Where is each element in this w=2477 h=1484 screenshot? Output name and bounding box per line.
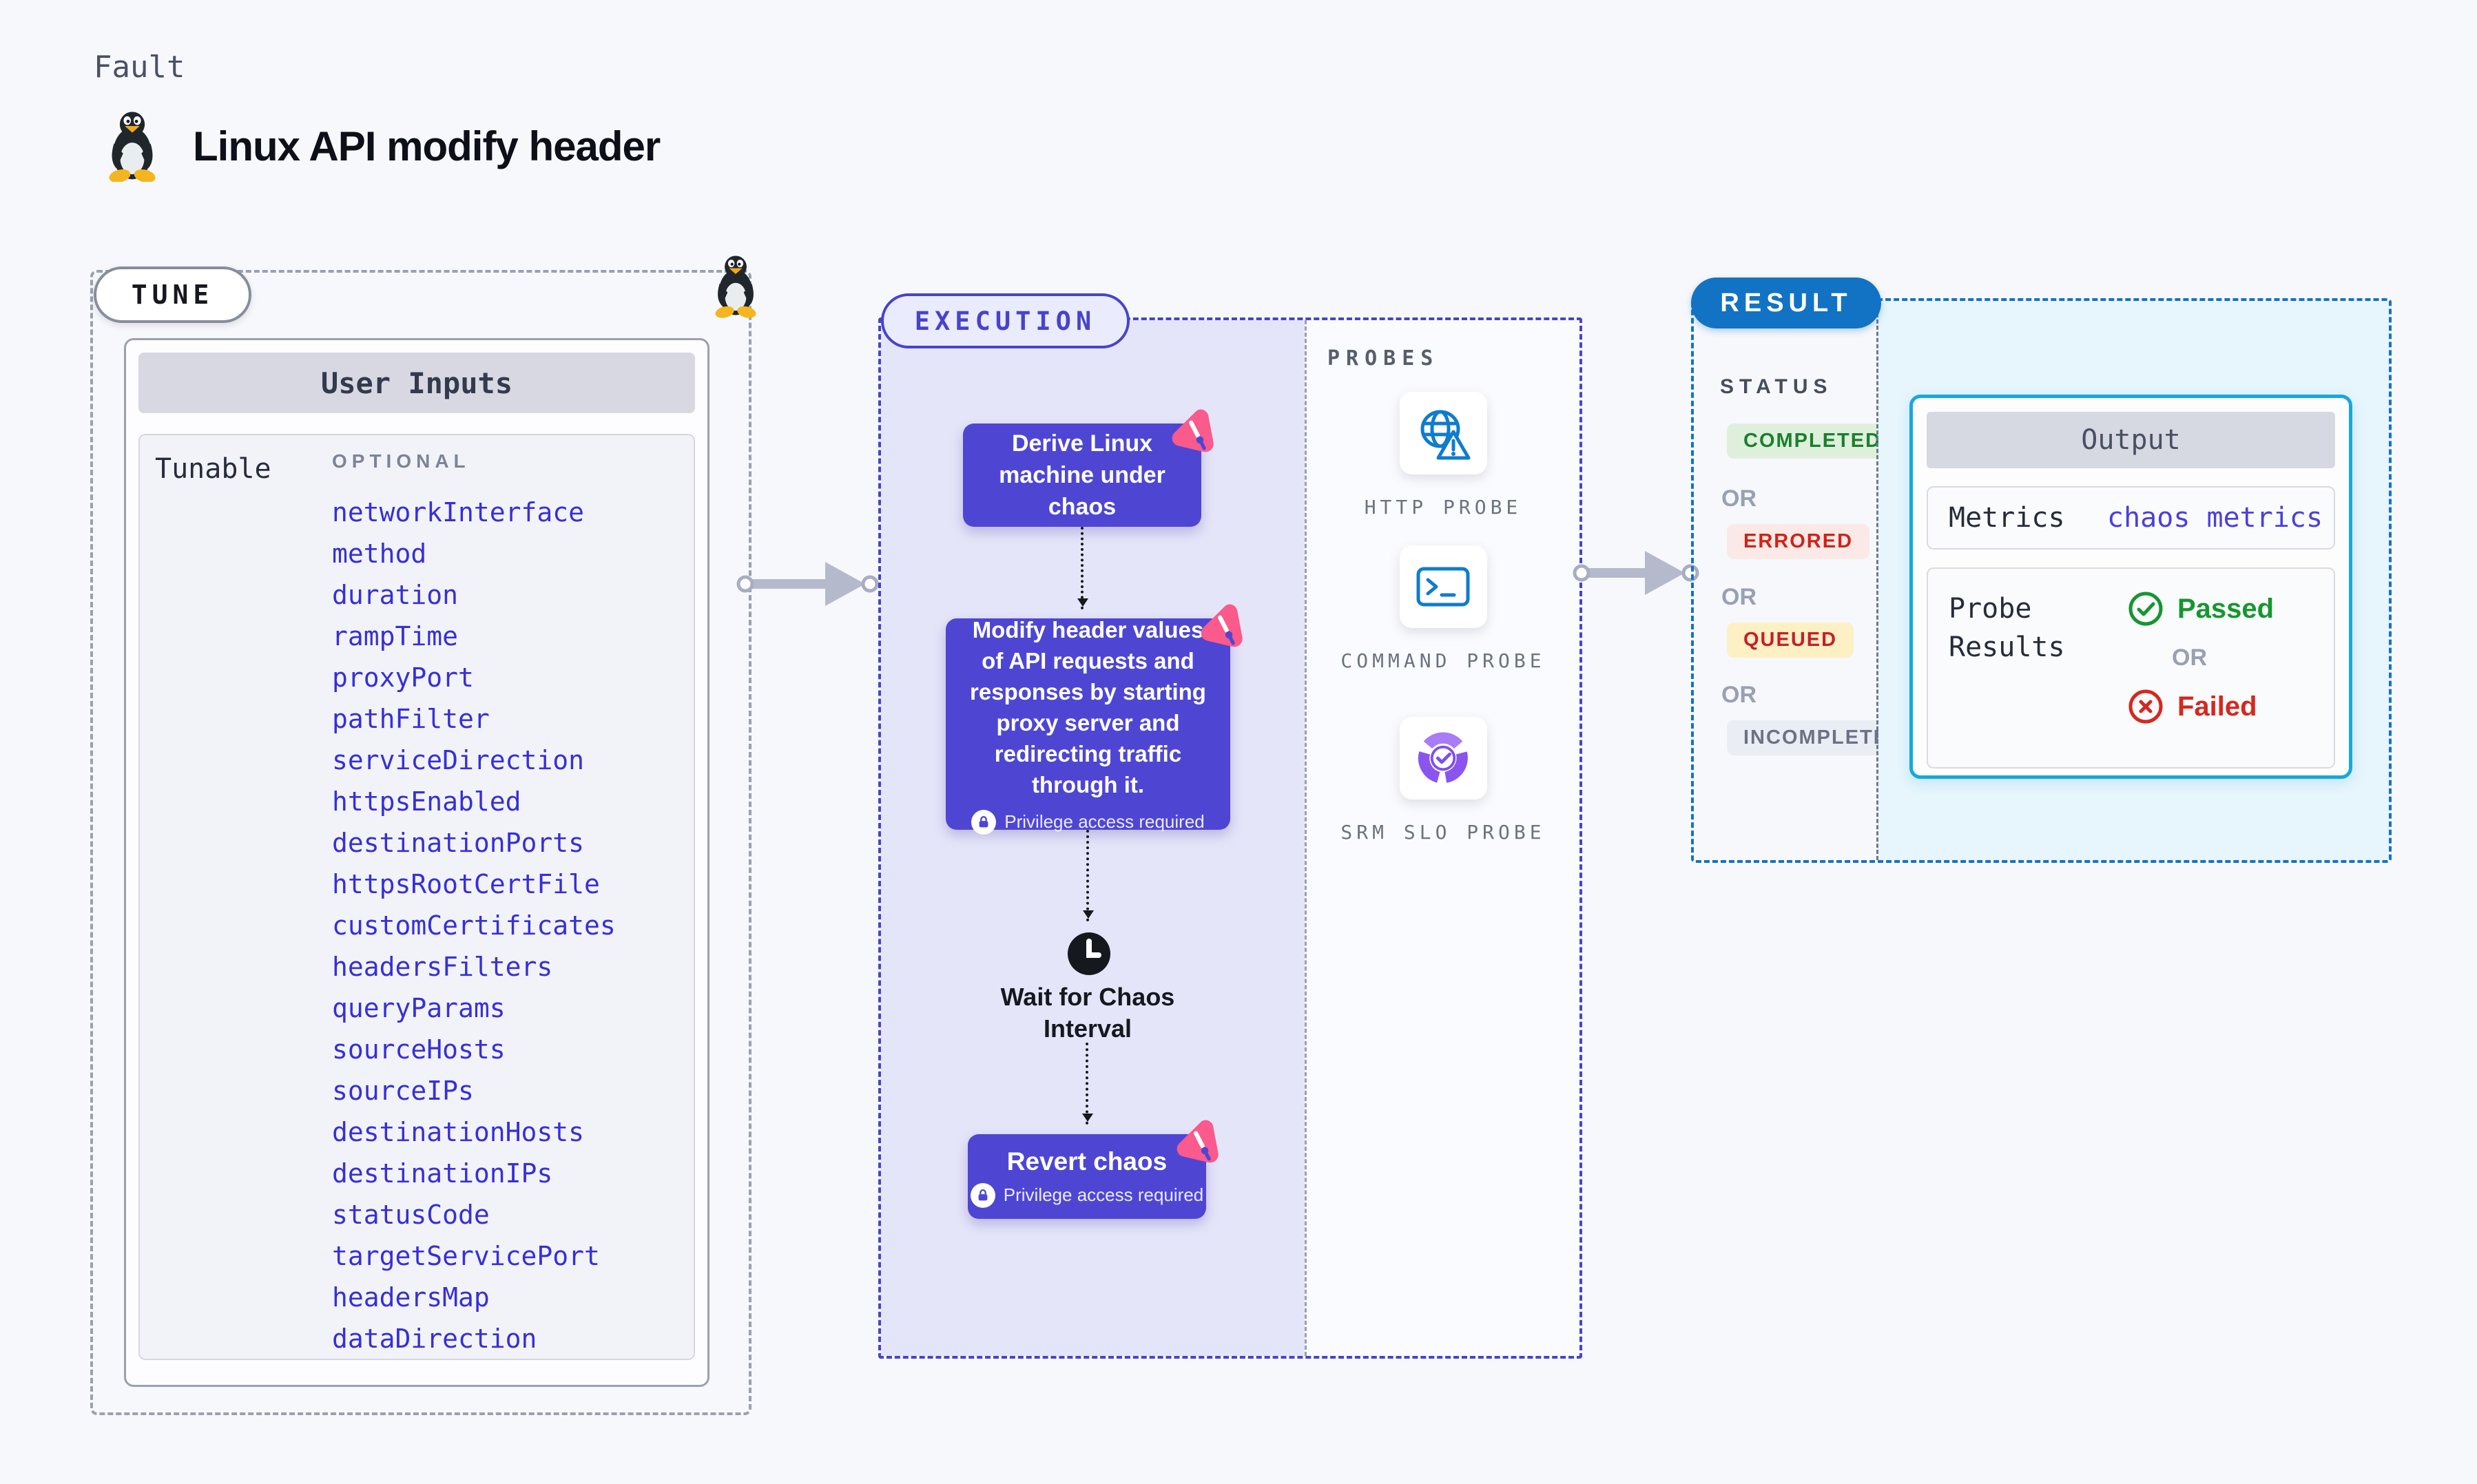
- param-link[interactable]: sourceIPs: [332, 1076, 474, 1106]
- status-badge-completed: COMPLETED: [1727, 424, 1898, 459]
- chaos-spark-icon: [1167, 403, 1225, 461]
- user-inputs-header: User Inputs: [138, 353, 695, 413]
- passed-label: Passed: [2177, 593, 2274, 624]
- metrics-row: Metrics chaos metrics: [1927, 486, 2335, 550]
- param-link[interactable]: httpsEnabled: [332, 786, 521, 817]
- command-probe-label: COMMAND PROBE: [1340, 649, 1546, 672]
- linux-tux-icon: [102, 110, 163, 182]
- passed-item: Passed: [2128, 589, 2274, 628]
- slo-donut-check-icon: [1399, 717, 1487, 800]
- tunable-row-label: Tunable: [155, 453, 271, 485]
- privilege-badge: Privilege access required: [970, 1182, 1204, 1208]
- chaos-spark-icon: [1196, 598, 1254, 656]
- metrics-label: Metrics: [1949, 502, 2065, 534]
- probes-to-result-arrow: [1573, 551, 1699, 595]
- optional-label: OPTIONAL: [332, 450, 470, 472]
- param-link[interactable]: duration: [332, 580, 459, 610]
- tunable-panel: Tunable OPTIONAL networkInterface method d…: [138, 434, 695, 1360]
- status-badge-errored: ERRORED: [1727, 524, 1870, 559]
- failed-item: Failed: [2128, 687, 2274, 726]
- node-revert-chaos: Revert chaos Privilege access required: [968, 1134, 1206, 1219]
- param-link[interactable]: headersMap: [332, 1282, 490, 1313]
- tunable-params-list: networkInterface method duration rampTime pr…: [332, 492, 616, 1359]
- param-link[interactable]: pathFilter: [332, 704, 490, 734]
- linux-tux-corner-icon: [712, 253, 759, 318]
- param-link[interactable]: dataDirection: [332, 1324, 537, 1354]
- or-label: OR: [2172, 645, 2207, 671]
- execution-probes-section: Derive Linux machine under chaos Modify …: [878, 317, 1582, 1359]
- probe-results-row: Probe Results Passed OR: [1927, 567, 2335, 769]
- http-probe-label: HTTP PROBE: [1364, 496, 1522, 519]
- param-link[interactable]: customCertificates: [332, 910, 616, 941]
- user-inputs-card: User Inputs Tunable OPTIONAL networkInte…: [124, 338, 709, 1387]
- param-link[interactable]: serviceDirection: [332, 745, 585, 775]
- clock-icon: [1066, 931, 1112, 980]
- chaos-spark-icon: [1172, 1114, 1230, 1171]
- wait-for-chaos-label: Wait for Chaos Interval: [1000, 983, 1175, 1043]
- or-label: OR: [1721, 485, 1756, 512]
- srm-slo-probe-label: SRM SLO PROBE: [1340, 821, 1546, 844]
- result-divider: [1876, 301, 1878, 860]
- failed-label: Failed: [2177, 691, 2257, 722]
- privilege-badge-label: Privilege access required: [1004, 811, 1205, 832]
- node-derive-machine: Derive Linux machine under chaos: [963, 424, 1201, 527]
- param-link[interactable]: headersFilters: [332, 952, 553, 982]
- probe-results-label: Probe Results: [1949, 593, 2065, 663]
- probe-results-values: Passed OR Failed: [2128, 589, 2274, 767]
- param-link[interactable]: sourceHosts: [332, 1034, 506, 1065]
- or-label: OR: [1721, 682, 1756, 708]
- tune-pill: TUNE: [94, 267, 251, 323]
- param-link[interactable]: statusCode: [332, 1200, 490, 1230]
- param-link[interactable]: destinationPorts: [332, 828, 585, 858]
- terminal-icon: [1399, 545, 1487, 628]
- status-column: STATUS COMPLETED OR ERRORED OR QUEUED OR…: [1694, 301, 1921, 860]
- result-pill: RESULT: [1691, 278, 1881, 328]
- param-link[interactable]: method: [332, 539, 427, 569]
- chaos-metrics-link[interactable]: chaos metrics: [2107, 502, 2323, 534]
- globe-warning-icon: [1399, 392, 1487, 474]
- output-card: Output Metrics chaos metrics Probe Resul…: [1909, 395, 2352, 779]
- fault-category-label: Fault: [94, 50, 185, 85]
- lock-icon: [971, 809, 997, 835]
- flow-connector: [1083, 830, 1094, 921]
- privilege-badge: Privilege access required: [971, 809, 1205, 835]
- page-title-row: Linux API modify header: [102, 110, 661, 182]
- node-modify-header: Modify header values of API requests and…: [946, 618, 1230, 835]
- output-header: Output: [1927, 412, 2335, 468]
- tune-section: [90, 270, 752, 1415]
- status-label: STATUS: [1720, 375, 1833, 398]
- probes-panel: PROBES HTTP PROBE: [1305, 320, 1579, 1356]
- param-link[interactable]: rampTime: [332, 621, 459, 651]
- node-derive-text: Derive Linux machine under chaos: [999, 430, 1165, 520]
- flow-connector: [1082, 1043, 1093, 1125]
- command-probe: COMMAND PROBE: [1307, 545, 1579, 676]
- check-circle-icon: [2128, 592, 2163, 626]
- privilege-badge-label: Privilege access required: [1003, 1184, 1204, 1205]
- node-revert-text: Revert chaos: [1006, 1147, 1168, 1175]
- param-link[interactable]: queryParams: [332, 993, 506, 1023]
- probes-section-label: PROBES: [1327, 346, 1440, 370]
- output-panel: Output Metrics chaos metrics Probe Resul…: [1878, 301, 2389, 860]
- param-link[interactable]: targetServicePort: [332, 1241, 600, 1271]
- param-link[interactable]: destinationHosts: [332, 1117, 585, 1147]
- param-link[interactable]: proxyPort: [332, 662, 474, 693]
- page-title: Linux API modify header: [193, 123, 661, 169]
- flow-connector: [1077, 527, 1088, 609]
- status-badge-queued: QUEUED: [1727, 623, 1854, 658]
- node-modify-text: Modify header values of API requests and…: [970, 616, 1206, 797]
- or-label: OR: [1721, 584, 1756, 610]
- param-link[interactable]: destinationIPs: [332, 1158, 553, 1189]
- x-circle-icon: [2128, 689, 2163, 724]
- tune-to-execution-arrow: [736, 562, 879, 606]
- http-probe: HTTP PROBE: [1307, 392, 1579, 523]
- lock-icon: [970, 1182, 995, 1208]
- execution-panel: Derive Linux machine under chaos Modify …: [881, 320, 1305, 1356]
- execution-pill: EXECUTION: [881, 293, 1130, 348]
- result-section: STATUS COMPLETED OR ERRORED OR QUEUED OR…: [1691, 298, 2392, 863]
- param-link[interactable]: httpsRootCertFile: [332, 869, 600, 899]
- srm-slo-probe: SRM SLO PROBE: [1307, 717, 1579, 848]
- param-link[interactable]: networkInterface: [332, 497, 585, 527]
